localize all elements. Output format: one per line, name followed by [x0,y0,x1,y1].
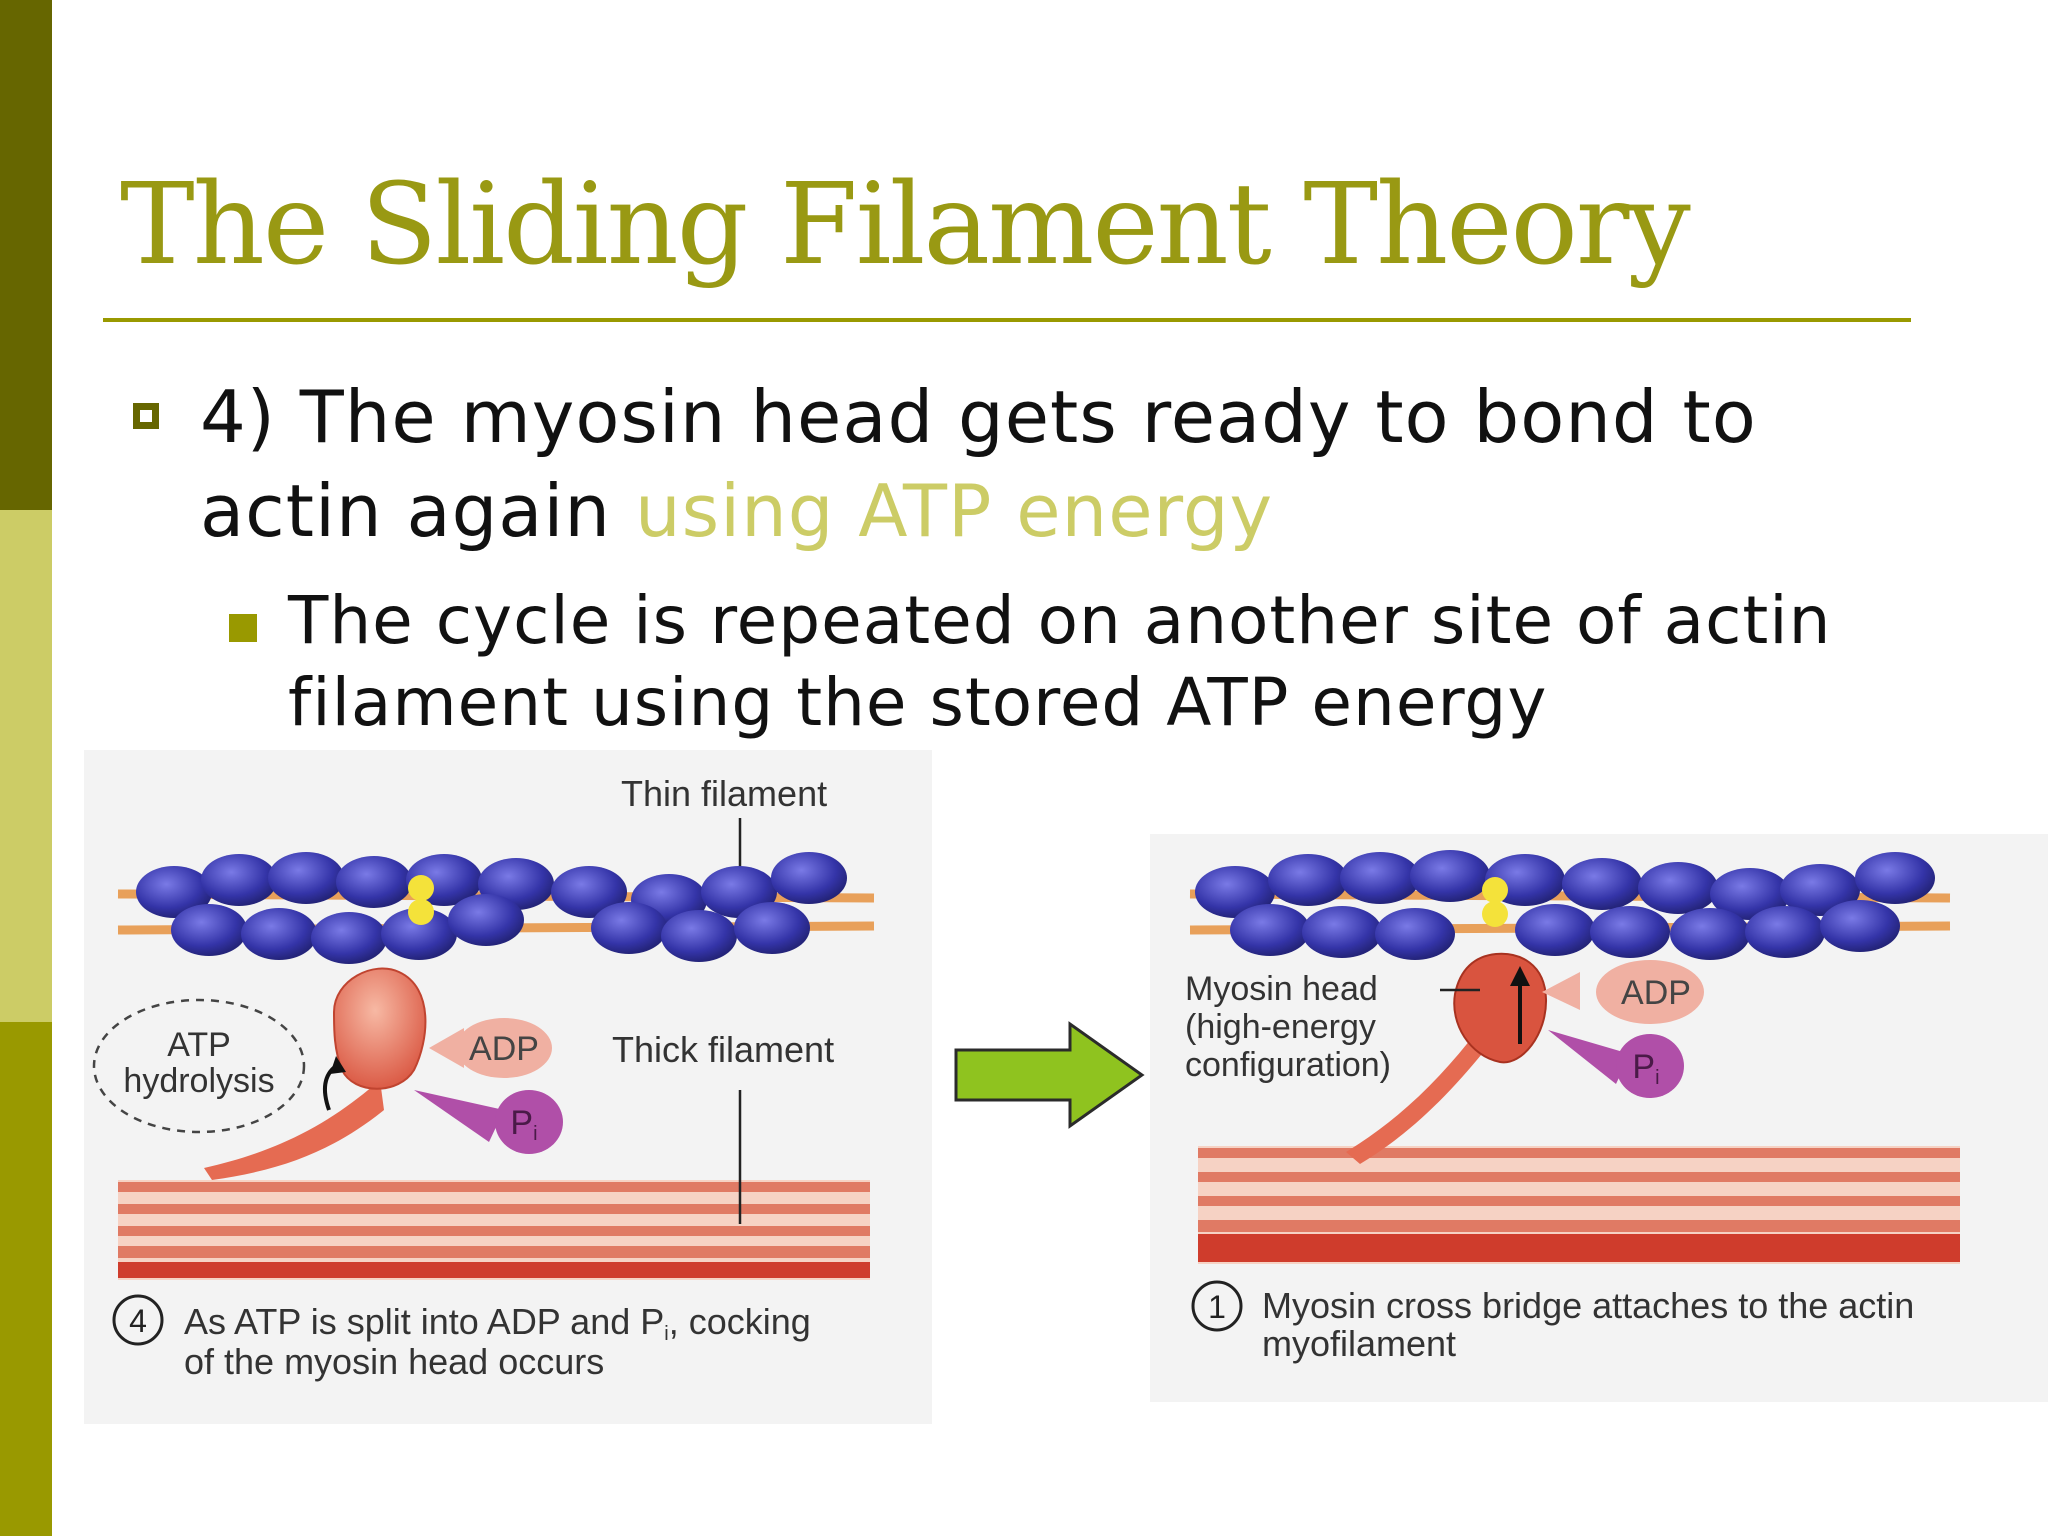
caption-right-line1: Myosin cross bridge attaches to the acti… [1262,1285,1914,1326]
thick-filament-label: Thick filament [612,1029,834,1070]
sub-bullet-text: The cycle is repeated on another site of… [288,582,1832,741]
sidebar-stripe-light [0,510,52,1022]
adp-label-right: ADP [1621,974,1691,1012]
main-bullet-text: 4) The myosin head gets ready to bond to… [200,370,1960,558]
myosin-head-label: Myosin head [1185,970,1378,1008]
slide-title: The Sliding Filament Theory [120,160,1691,290]
pi-label-right: Pi [1632,1048,1659,1089]
pi-label: Pi [510,1104,537,1145]
figure-cross-bridge-attach: Myosin head (high-energy configuration) … [1150,834,2048,1402]
main-bullet-highlight: using ATP energy [634,469,1274,553]
actin-beads-right [1195,850,1935,960]
caption-left-line2: of the myosin head occurs [184,1341,604,1382]
step-number-1: 1 [1208,1289,1226,1325]
thin-filament-label: Thin filament [621,773,827,814]
atp-label: ATP [167,1026,231,1064]
step-number-4: 4 [129,1303,147,1339]
process-arrow-icon [954,1021,1145,1129]
main-bullet-text-plain: 4) The myosin head gets ready to bond to… [200,375,1757,553]
high-energy-label: (high-energy [1185,1008,1376,1046]
configuration-label: configuration) [1185,1046,1391,1084]
sidebar-stripe-mid [0,1022,52,1536]
caption-left-line1: As ATP is split into ADP and Pi, cocking [184,1301,811,1345]
hydrolysis-label: hydrolysis [123,1062,274,1100]
figure-atp-hydrolysis: Thin filament Thick filament ATP hy [84,750,932,1424]
sub-bullet-square-icon [229,614,257,642]
actin-beads [136,852,847,964]
caption-right-line2: myofilament [1262,1323,1456,1364]
title-underline [103,318,1911,322]
adp-label: ADP [469,1030,539,1068]
bullet-square-icon [133,403,159,429]
sidebar-stripe-dark [0,0,52,510]
